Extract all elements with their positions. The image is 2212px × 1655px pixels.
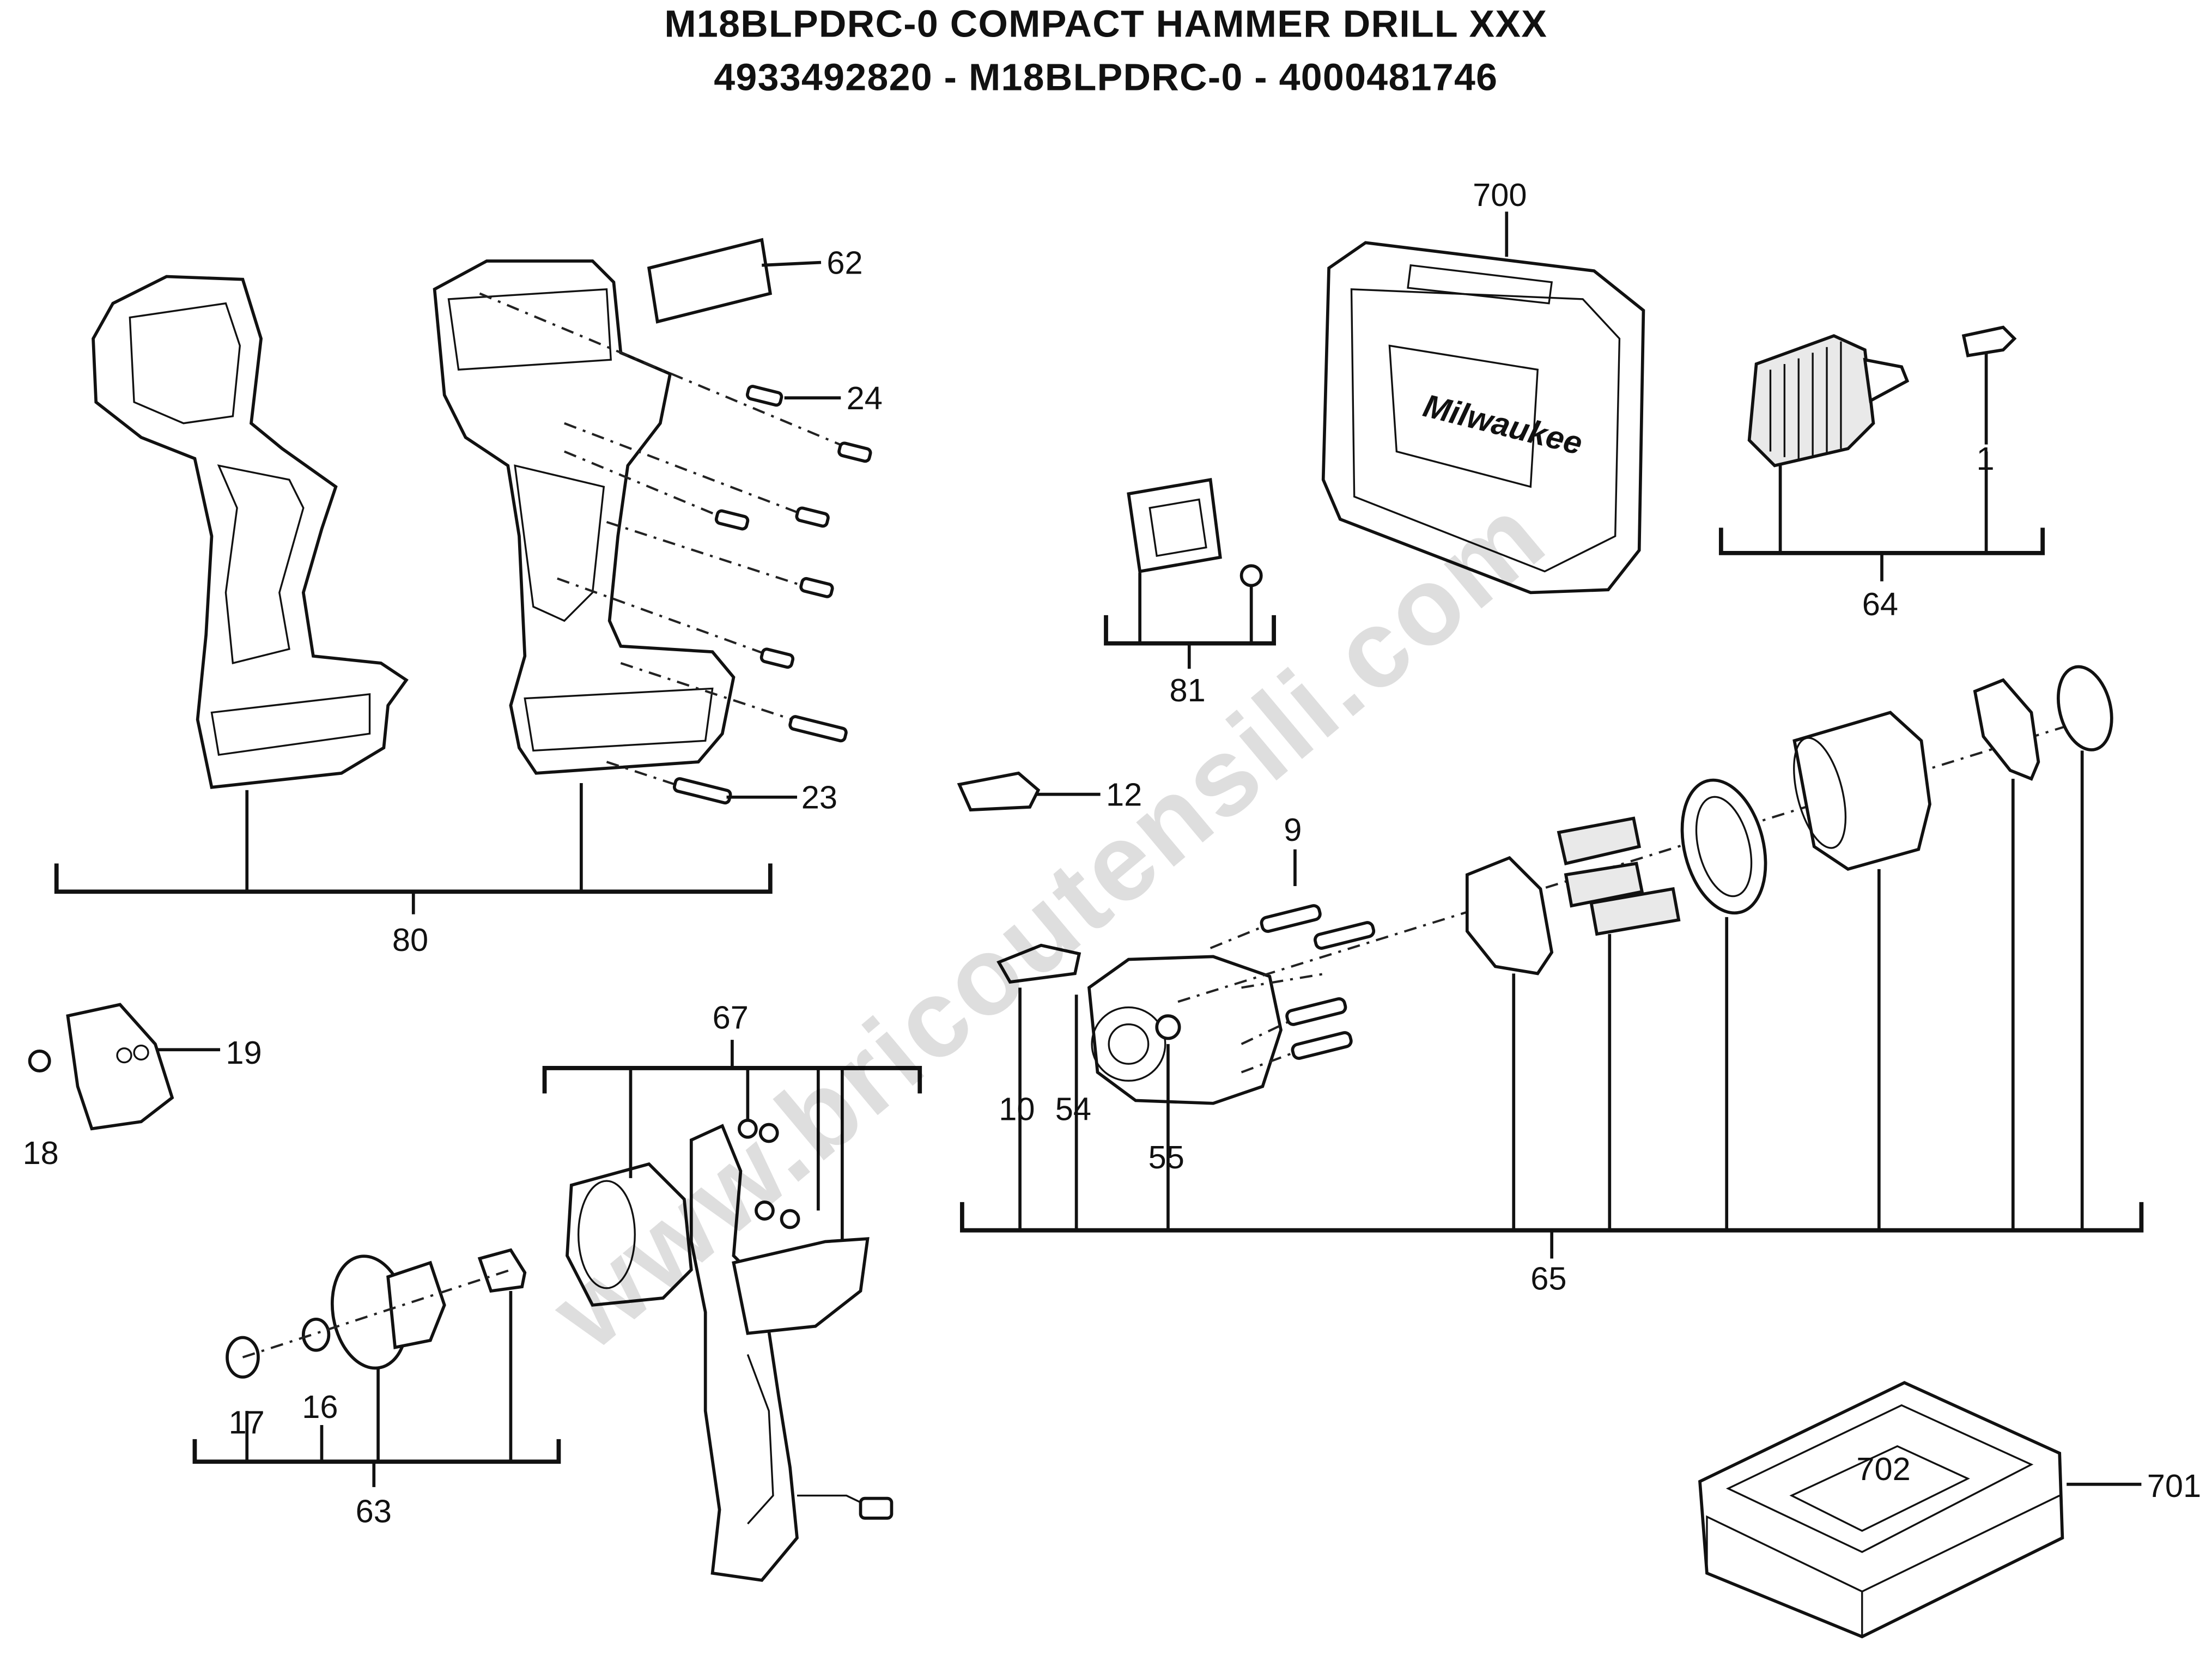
callout-10: 10 bbox=[999, 1091, 1035, 1127]
callout-19: 19 bbox=[226, 1034, 262, 1071]
motor-stator bbox=[566, 1162, 693, 1307]
callout-24: 24 bbox=[847, 380, 883, 416]
belt-clip bbox=[28, 1003, 174, 1131]
label-plate bbox=[647, 238, 773, 324]
housing-left-half bbox=[92, 275, 409, 789]
bracket-67 bbox=[542, 1040, 922, 1242]
callout-81: 81 bbox=[1170, 672, 1206, 708]
callout-54: 54 bbox=[1055, 1091, 1091, 1127]
screw bbox=[759, 647, 795, 669]
callout-17: 17 bbox=[229, 1404, 265, 1441]
carry-case: Milwaukee bbox=[1321, 241, 1645, 595]
bracket-65 bbox=[960, 750, 2144, 1259]
speed-selector bbox=[996, 943, 1081, 984]
callout-16: 16 bbox=[302, 1389, 338, 1425]
callout-62: 62 bbox=[827, 244, 862, 281]
screw bbox=[672, 777, 732, 805]
screw bbox=[788, 715, 848, 743]
screw bbox=[745, 385, 783, 407]
callout-80: 80 bbox=[392, 922, 428, 958]
battery-guide bbox=[1104, 477, 1276, 669]
watermark-text: www.bricoutensili.com bbox=[528, 472, 1567, 1373]
title-code-line: 4933492820 - M18BLPDRC-0 - 4000481746 bbox=[714, 56, 1498, 99]
screw bbox=[795, 506, 830, 528]
callout-65: 65 bbox=[1530, 1260, 1566, 1296]
bracket-63 bbox=[192, 1291, 561, 1487]
callout-64: 64 bbox=[1862, 586, 1898, 622]
rotor-fan bbox=[226, 1248, 527, 1379]
callout-9: 9 bbox=[1284, 811, 1302, 848]
callout-63: 63 bbox=[356, 1493, 392, 1530]
screw bbox=[837, 441, 872, 463]
housing-screws bbox=[479, 292, 872, 805]
callout-23: 23 bbox=[801, 779, 837, 816]
callout-18: 18 bbox=[23, 1135, 59, 1171]
callout-12: 12 bbox=[1106, 776, 1142, 813]
keyless-chuck bbox=[1718, 325, 2045, 581]
gearbox-screws bbox=[1260, 904, 1376, 1060]
callout-67: 67 bbox=[713, 999, 749, 1035]
clutch-springs bbox=[1557, 816, 1681, 936]
callout-702: 702 bbox=[1856, 1451, 1910, 1487]
clutch-ring bbox=[1680, 778, 1767, 915]
leader-lines bbox=[155, 211, 2142, 1486]
callout-55: 55 bbox=[1148, 1139, 1184, 1175]
retaining-ring bbox=[1973, 665, 2113, 781]
callout-701: 701 bbox=[2147, 1468, 2201, 1504]
callout-1: 1 bbox=[1976, 440, 1994, 477]
electronics-board bbox=[689, 1118, 894, 1582]
diagram-title: M18BLPDRC-0 COMPACT HAMMER DRILL XXX 493… bbox=[0, 0, 2212, 113]
screw bbox=[799, 577, 834, 598]
clutch-collar bbox=[1792, 711, 1931, 871]
bracket-80 bbox=[54, 783, 773, 914]
title-model-line: M18BLPDRC-0 COMPACT HAMMER DRILL XXX bbox=[664, 3, 1548, 45]
housing-right-half bbox=[433, 259, 736, 775]
callout-700: 700 bbox=[1473, 177, 1527, 213]
gearbox bbox=[1087, 718, 2088, 1105]
insert-tray-case bbox=[1698, 1381, 2064, 1639]
clutch-plate bbox=[1465, 856, 1554, 975]
screw bbox=[714, 509, 750, 531]
forward-reverse-slider bbox=[957, 771, 1041, 812]
callout-labels: 62 24 23 80 12 700 1 64 81 9 10 54 55 65… bbox=[23, 177, 2201, 1530]
